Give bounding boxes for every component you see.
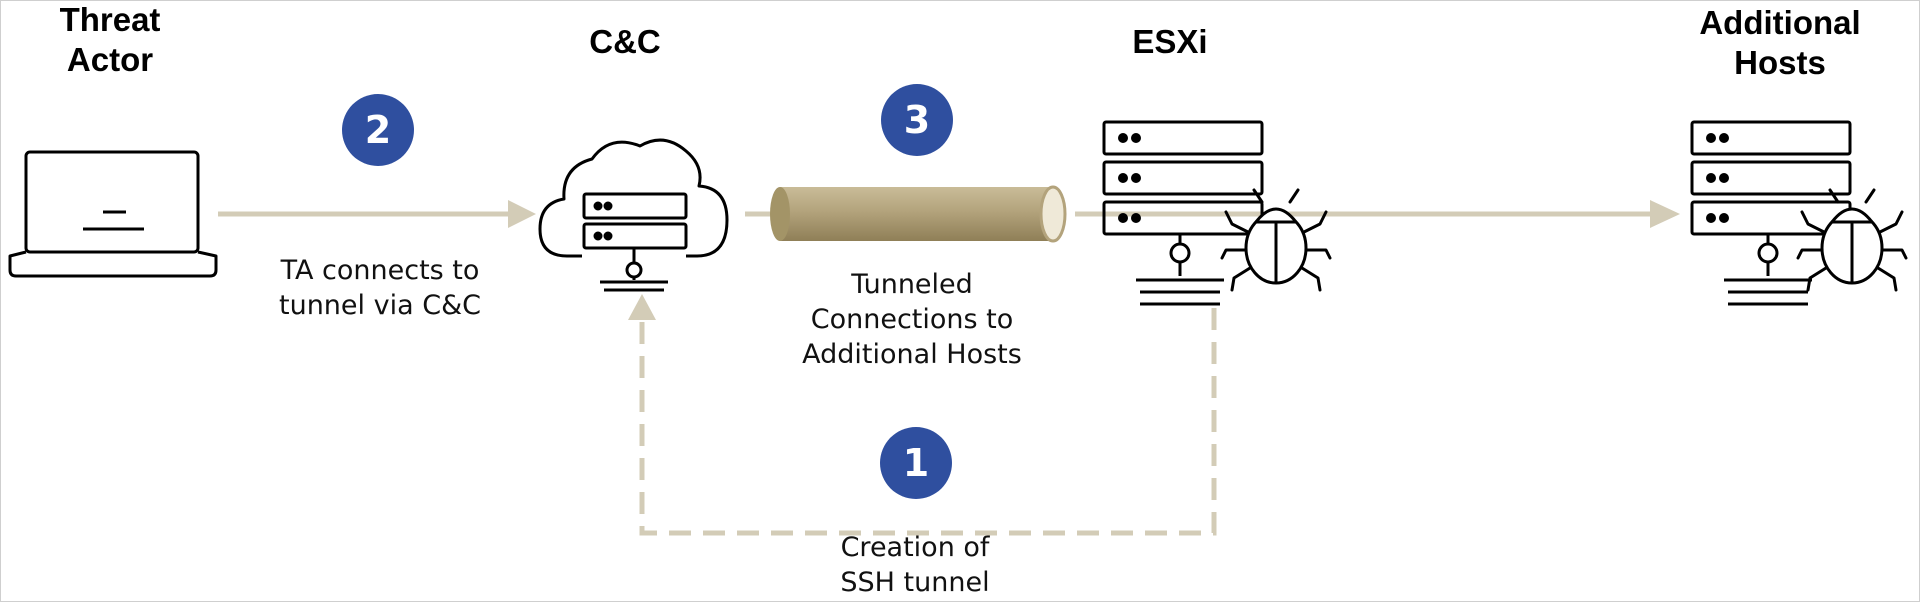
laptop-icon [8, 150, 218, 278]
bug-icon [1220, 188, 1332, 292]
caption-ta-connects: TA connects to tunnel via C&C [279, 255, 481, 321]
server-rack-icon [1690, 120, 1852, 306]
step-badge-1: 1 [880, 427, 952, 499]
tunnel-cylinder [770, 185, 1067, 243]
bug-icon [1796, 188, 1908, 292]
cloud-server-icon [538, 138, 729, 292]
node-title-cnc: C&C [589, 23, 661, 60]
step-badge-3: 3 [881, 84, 953, 156]
caption-tunneled-connections: Tunneled Connections to Additional Hosts [802, 269, 1022, 370]
node-title-threat-actor: Threat Actor [59, 1, 161, 78]
node-title-additional-hosts: Additional Hosts [1699, 4, 1861, 81]
ssh-tunnel-dashed-arrow [628, 294, 1217, 536]
arrow-ta-to-cnc [218, 200, 536, 228]
node-title-esxi: ESXi [1132, 23, 1208, 60]
arrow-esxi-to-hosts [1075, 200, 1680, 228]
step-badge-2: 2 [342, 94, 414, 166]
caption-ssh-tunnel: Creation of SSH tunnel [840, 532, 990, 598]
